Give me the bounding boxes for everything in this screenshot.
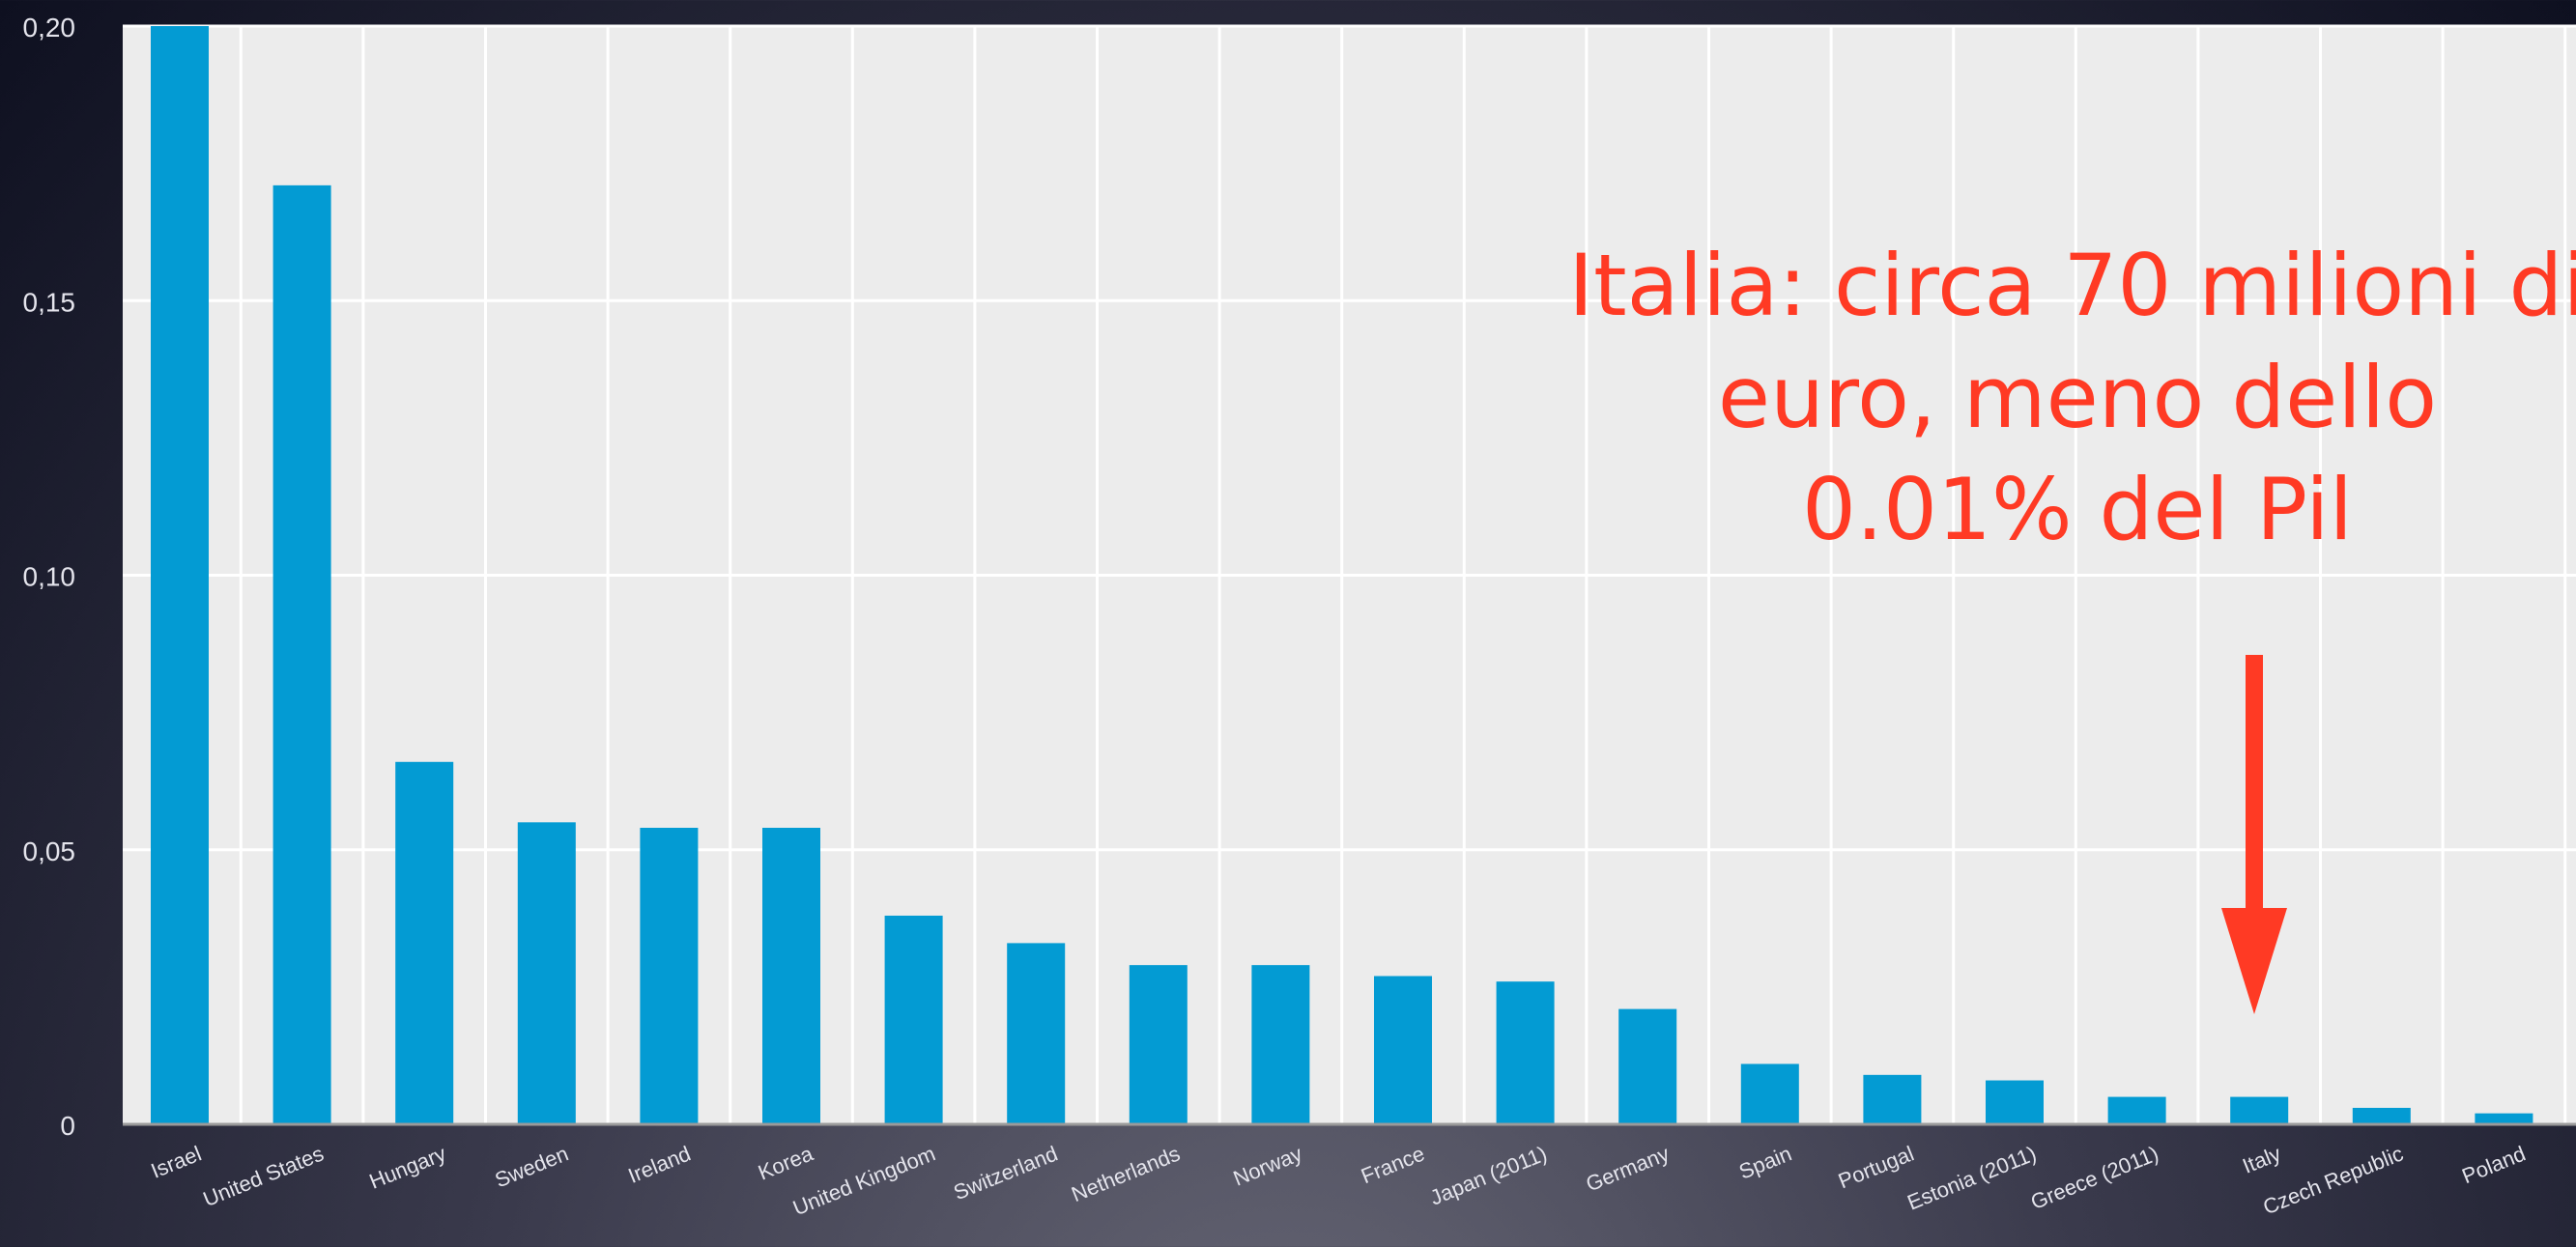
x-tick-label: Korea <box>755 1141 817 1184</box>
bar <box>762 828 820 1124</box>
bar <box>395 761 454 1124</box>
bar <box>640 828 699 1124</box>
x-tick-label: Poland <box>2458 1141 2529 1188</box>
x-tick-label: Czech Republic <box>2259 1141 2406 1219</box>
bar <box>884 915 943 1124</box>
annotation-text: Italia: circa 70 milioni di euro, meno d… <box>1536 230 2576 566</box>
bar <box>1496 981 1555 1124</box>
x-tick-label: Italy <box>2239 1141 2284 1177</box>
y-tick-labels: 0 0,05 0,10 0,15 0,20 <box>23 13 76 1141</box>
x-tick-label: Japan (2011) <box>1426 1141 1550 1209</box>
x-tick-label: Estonia (2011) <box>1903 1141 2040 1214</box>
bar <box>1374 976 1432 1124</box>
bar <box>2352 1107 2411 1124</box>
x-tick-label: Israel <box>148 1141 205 1182</box>
bars <box>151 26 2533 1125</box>
annotation-arrow <box>2221 655 2287 1014</box>
bar <box>1863 1074 1922 1124</box>
bar <box>1129 965 1188 1124</box>
x-tick-label: Sweden <box>492 1141 572 1192</box>
x-tick-label: France <box>1358 1141 1428 1188</box>
x-tick-label: Spain <box>1735 1141 1795 1183</box>
bar <box>272 184 331 1125</box>
bar <box>517 822 576 1124</box>
x-tick-label: Ireland <box>625 1141 695 1187</box>
bar <box>1007 943 1066 1124</box>
y-tick-label: 0 <box>60 1111 75 1141</box>
x-tick-label: United States <box>200 1141 328 1211</box>
arrow-head <box>2221 908 2287 1014</box>
bar <box>1740 1063 1799 1124</box>
bar <box>2107 1096 2166 1124</box>
x-tick-label: Netherlands <box>1068 1141 1183 1206</box>
y-tick-label: 0,20 <box>23 13 76 43</box>
x-tick-label: Germany <box>1583 1141 1673 1196</box>
bar <box>2230 1096 2289 1124</box>
x-tick-label: Hungary <box>366 1141 449 1193</box>
x-tick-label: Norway <box>1230 1141 1306 1190</box>
arrow-shaft <box>2246 655 2263 914</box>
annotation-line-3: 0.01% del Pil <box>1802 460 2353 559</box>
bar <box>1986 1080 2044 1124</box>
bar <box>1251 965 1310 1124</box>
bar <box>151 26 209 1124</box>
annotation-line-1: Italia: circa 70 milioni di <box>1568 236 2576 335</box>
annotation-line-2: euro, meno dello <box>1717 348 2438 447</box>
x-tick-label: Greece (2011) <box>2027 1141 2161 1214</box>
grid-lines <box>123 24 2576 1124</box>
bar <box>1618 1008 1677 1124</box>
bar <box>2475 1113 2533 1124</box>
y-tick-label: 0,10 <box>23 562 76 592</box>
x-tick-label: Switzerland <box>950 1141 1061 1204</box>
y-tick-label: 0,05 <box>23 836 76 866</box>
x-tick-label: Portugal <box>1835 1141 1917 1193</box>
y-tick-label: 0,15 <box>23 287 76 317</box>
